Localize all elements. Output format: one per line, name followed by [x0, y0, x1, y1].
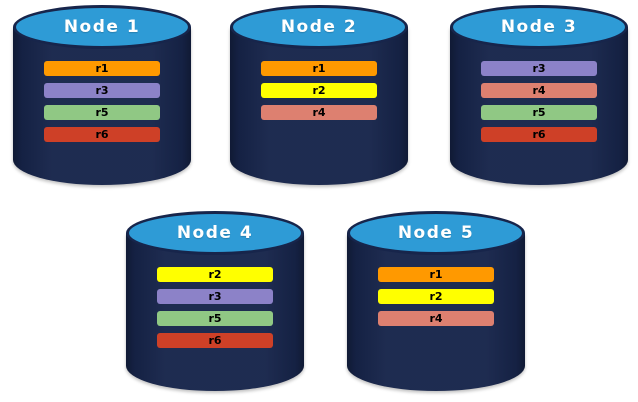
record-bar: r4 [261, 105, 377, 120]
cylinder-top-disc [13, 5, 191, 49]
record-bar: r2 [157, 267, 273, 282]
record-bar: r5 [157, 311, 273, 326]
record-bar: r2 [261, 83, 377, 98]
record-list: r2 r3 r5 r6 [126, 267, 304, 348]
record-bar: r3 [481, 61, 597, 76]
record-bar: r1 [261, 61, 377, 76]
cylinder-top-disc [450, 5, 628, 49]
record-bar: r5 [481, 105, 597, 120]
node-label: Node 4 [176, 223, 254, 243]
cylinder-top-disc [230, 5, 408, 49]
record-bar: r3 [44, 83, 160, 98]
database-node-2: Node 2 r1 r2 r4 [230, 5, 408, 185]
node-label: Node 5 [397, 223, 475, 243]
record-bar: r3 [157, 289, 273, 304]
record-bar: r5 [44, 105, 160, 120]
node-label: Node 2 [280, 17, 358, 37]
record-bar: r6 [157, 333, 273, 348]
database-node-1: Node 1 r1 r3 r5 r6 [13, 5, 191, 185]
record-list: r1 r2 r4 [230, 61, 408, 120]
database-node-5: Node 5 r1 r2 r4 [347, 211, 525, 391]
record-bar: r2 [378, 289, 494, 304]
record-bar: r1 [44, 61, 160, 76]
node-label: Node 1 [63, 17, 141, 37]
cylinder-top-disc [126, 211, 304, 255]
record-list: r3 r4 r5 r6 [450, 61, 628, 142]
record-list: r1 r2 r4 [347, 267, 525, 326]
node-label: Node 3 [500, 17, 578, 37]
database-node-4: Node 4 r2 r3 r5 r6 [126, 211, 304, 391]
record-bar: r1 [378, 267, 494, 282]
cylinder-top-disc [347, 211, 525, 255]
record-bar: r6 [44, 127, 160, 142]
database-node-3: Node 3 r3 r4 r5 r6 [450, 5, 628, 185]
record-bar: r4 [378, 311, 494, 326]
record-bar: r4 [481, 83, 597, 98]
record-list: r1 r3 r5 r6 [13, 61, 191, 142]
record-bar: r6 [481, 127, 597, 142]
